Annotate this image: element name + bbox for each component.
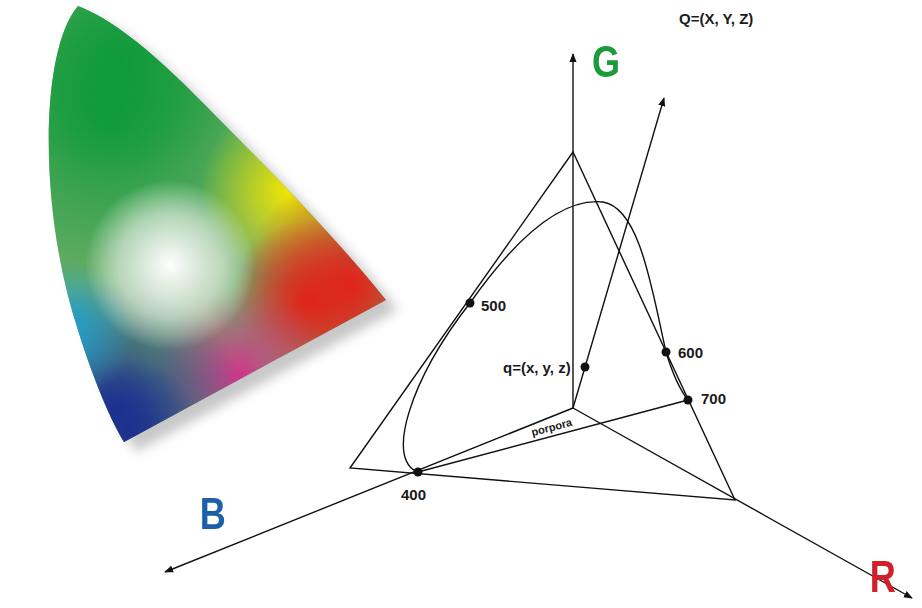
line-label: porpora — [530, 417, 573, 438]
axis-letter: G — [592, 40, 620, 84]
axis-letter: B — [200, 492, 226, 536]
wavelength-number: 400 — [401, 487, 426, 502]
point-label: q=(x, y, z) — [503, 360, 571, 375]
axis-letter: R — [870, 555, 896, 599]
wavelength-number: 700 — [701, 391, 726, 406]
wavelength-number: 500 — [481, 298, 506, 313]
vector-label: Q=(X, Y, Z) — [679, 11, 753, 26]
wavelength-number: 600 — [678, 345, 703, 360]
